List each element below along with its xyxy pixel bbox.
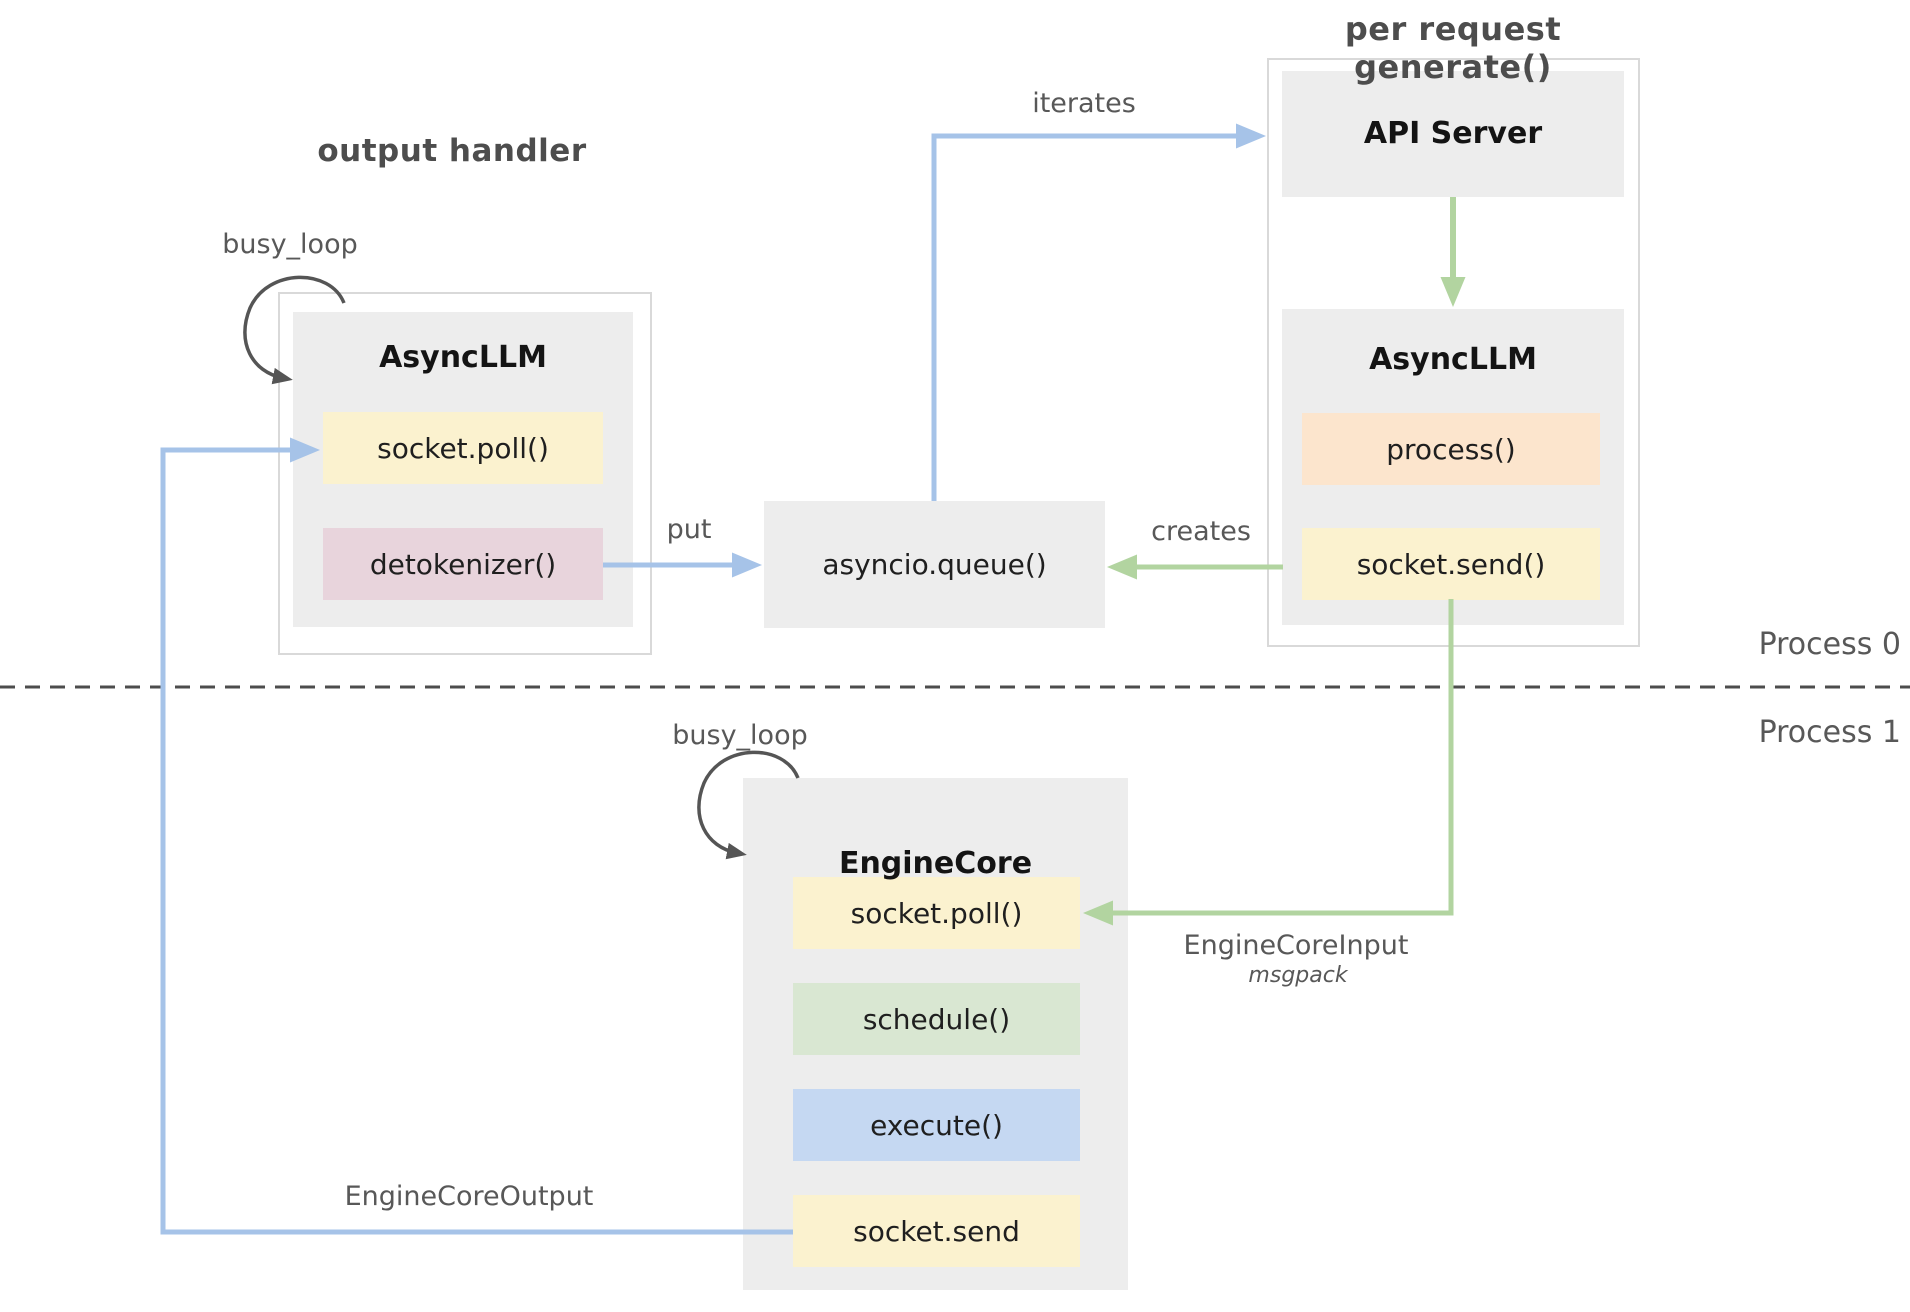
put-label: put	[666, 514, 712, 545]
engine-core-socket-poll: socket.poll()	[793, 877, 1080, 949]
msgpack-label: msgpack	[1248, 963, 1348, 988]
engine-core-socket-send: socket.send	[793, 1195, 1080, 1267]
busy-loop-label-left: busy_loop	[222, 229, 358, 260]
async-llm-right-title: AsyncLLM	[1369, 342, 1537, 377]
process-0-label: Process 0	[1758, 627, 1901, 662]
iterates-label: iterates	[1032, 88, 1136, 119]
engine-core-execute: execute()	[793, 1089, 1080, 1161]
asyncio-queue-box: asyncio.queue()	[764, 501, 1105, 628]
async-llm-right-socket-send: socket.send()	[1302, 528, 1600, 600]
api-server-box: API Server	[1282, 71, 1624, 197]
async-llm-left-detokenizer: detokenizer()	[323, 528, 603, 600]
engine-core-schedule: schedule()	[793, 983, 1080, 1055]
busy-loop-label-engine: busy_loop	[672, 720, 808, 751]
engine-core-input-label: EngineCoreInput	[1183, 930, 1409, 961]
engine-core-output-label: EngineCoreOutput	[344, 1181, 594, 1212]
output-handler-title: output handler	[317, 133, 587, 169]
process-1-label: Process 1	[1758, 715, 1901, 750]
async-llm-right-process: process()	[1302, 413, 1600, 485]
iterates-arrow	[931, 123, 1266, 501]
creates-label: creates	[1151, 516, 1251, 547]
engine-core-title: EngineCore	[838, 846, 1033, 881]
async-llm-left-socket-poll: socket.poll()	[323, 412, 603, 484]
async-llm-left-title: AsyncLLM	[379, 340, 547, 375]
per-request-generate-title: per request generate()	[1344, 10, 1562, 86]
